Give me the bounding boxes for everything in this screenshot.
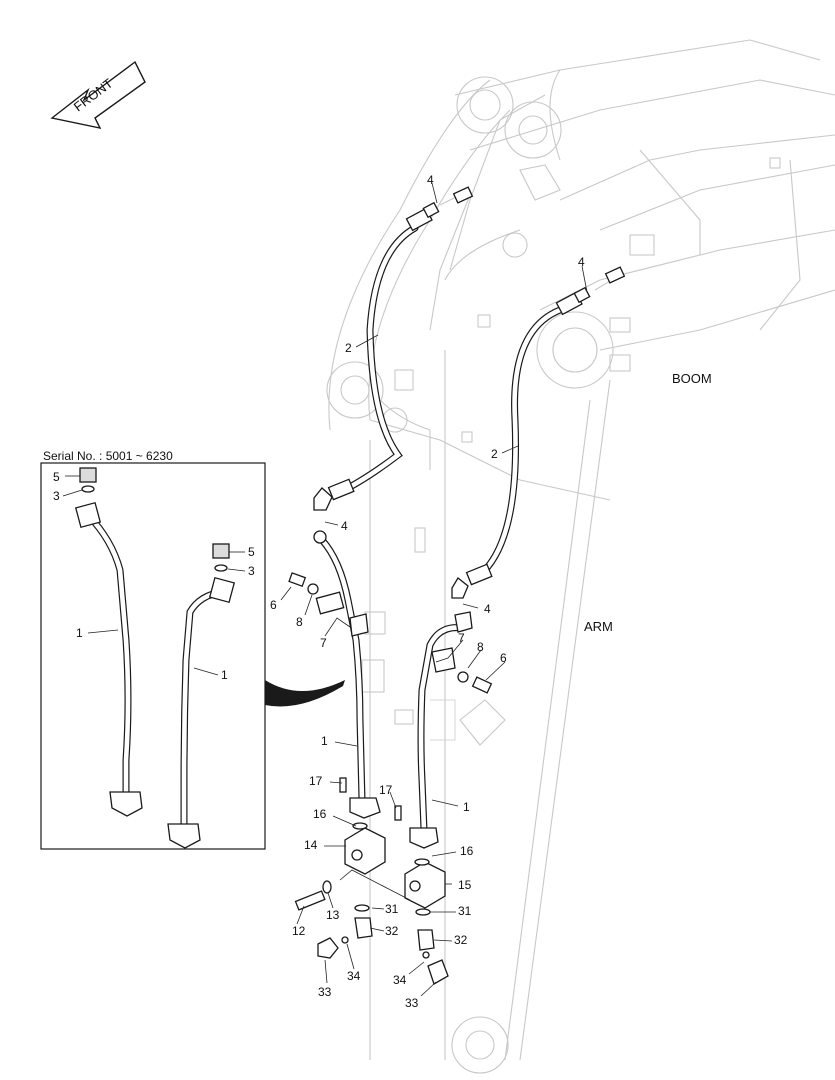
callout-15: 15 <box>458 878 472 892</box>
inset-serial-label: Serial No. : 5001 ~ 6230 <box>43 449 173 463</box>
block-15 <box>404 858 446 909</box>
callout-34: 34 <box>393 973 407 987</box>
callout-7: 7 <box>320 636 327 650</box>
callout-2: 2 <box>491 447 498 461</box>
pipe-right <box>409 611 473 849</box>
callout-32: 32 <box>454 933 468 947</box>
pipe-left <box>313 530 381 819</box>
callouts: 2 2 4 4 4 4 6 6 8 8 7 7 1 1 17 17 16 16 … <box>270 173 585 1010</box>
callout-16: 16 <box>460 844 474 858</box>
inset-callout-3: 3 <box>248 564 255 578</box>
hose-right <box>451 286 591 599</box>
boom-side-fittings <box>439 186 626 291</box>
inset-pointer-arrow <box>265 680 345 707</box>
callout-16: 16 <box>313 807 327 821</box>
inset-callout-1: 1 <box>76 626 83 640</box>
inset-callout-5: 5 <box>53 470 60 484</box>
boom-structure <box>454 39 835 389</box>
callout-33: 33 <box>405 996 419 1010</box>
lower-fittings <box>294 880 449 985</box>
callout-13: 13 <box>326 908 340 922</box>
callout-33: 33 <box>318 985 332 999</box>
arm-label: ARM <box>584 619 613 634</box>
callout-1: 1 <box>463 800 470 814</box>
inset-callout-1: 1 <box>221 668 228 682</box>
callout-6: 6 <box>270 598 277 612</box>
clamp-right <box>431 647 493 694</box>
callout-1: 1 <box>321 734 328 748</box>
callout-31: 31 <box>458 904 472 918</box>
callout-8: 8 <box>296 615 303 629</box>
callout-31: 31 <box>385 902 399 916</box>
callout-34: 34 <box>347 969 361 983</box>
callout-6: 6 <box>500 651 507 665</box>
inset-box: 5 3 1 5 3 1 <box>40 462 266 850</box>
boom-label: BOOM <box>672 371 712 386</box>
callout-4: 4 <box>578 255 585 269</box>
callout-17: 17 <box>309 774 323 788</box>
callout-12: 12 <box>292 924 306 938</box>
callout-4: 4 <box>427 173 434 187</box>
arm-structure <box>326 76 611 1074</box>
inset-callout-5: 5 <box>248 545 255 559</box>
callout-7: 7 <box>458 631 465 645</box>
block-14 <box>339 777 402 875</box>
callout-4: 4 <box>341 519 348 533</box>
callout-8: 8 <box>477 640 484 654</box>
leader-lines <box>280 182 588 997</box>
callout-4: 4 <box>484 602 491 616</box>
front-arrow: FRONT <box>50 60 146 129</box>
clamp-left <box>288 572 369 637</box>
callout-17: 17 <box>379 783 393 797</box>
hose-left <box>313 201 440 511</box>
inset-callout-3: 3 <box>53 489 60 503</box>
callout-32: 32 <box>385 924 399 938</box>
callout-2: 2 <box>345 341 352 355</box>
callout-14: 14 <box>304 838 318 852</box>
